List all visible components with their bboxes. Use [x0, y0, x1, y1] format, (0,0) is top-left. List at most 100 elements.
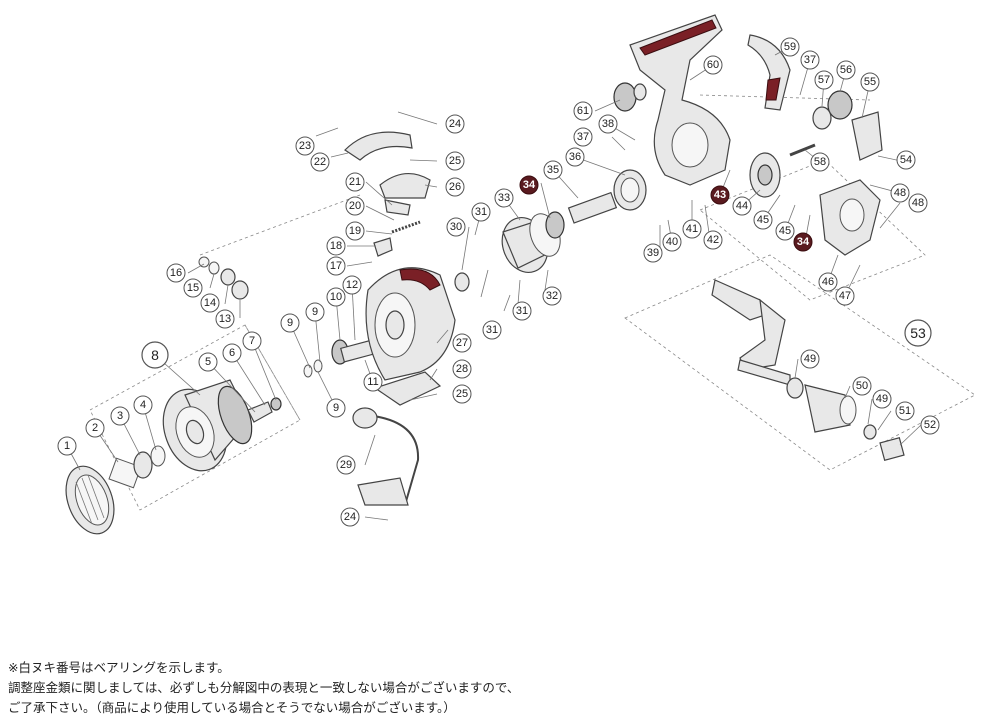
callout-44: 44: [732, 196, 752, 216]
svg-text:35: 35: [547, 164, 559, 176]
svg-text:15: 15: [187, 282, 199, 294]
svg-text:45: 45: [757, 214, 769, 226]
svg-text:5: 5: [205, 356, 211, 368]
callout-9c: 9: [326, 398, 346, 418]
callout-20: 20: [345, 196, 365, 216]
svg-text:14: 14: [204, 297, 216, 309]
callout-34a-bearing: 34: [519, 175, 539, 195]
svg-text:46: 46: [822, 276, 834, 288]
callout-37b: 37: [800, 50, 820, 70]
callout-58: 58: [810, 152, 830, 172]
callout-46: 46: [818, 272, 838, 292]
svg-text:31: 31: [475, 206, 487, 218]
svg-text:55: 55: [864, 76, 876, 88]
callout-43-bearing: 43: [710, 185, 730, 205]
callout-2: 2: [85, 418, 105, 438]
svg-text:29: 29: [340, 459, 352, 471]
callout-29: 29: [336, 455, 356, 475]
svg-text:32: 32: [546, 290, 558, 302]
callout-54: 54: [896, 150, 916, 170]
svg-text:8: 8: [151, 347, 159, 363]
callout-7: 7: [242, 331, 262, 351]
callout-21: 21: [345, 172, 365, 192]
svg-text:28: 28: [456, 363, 468, 375]
callout-26: 26: [445, 177, 465, 197]
callout-15: 15: [183, 278, 203, 298]
svg-text:50: 50: [856, 380, 868, 392]
pinion-shaft: [567, 169, 647, 224]
svg-text:60: 60: [707, 59, 719, 71]
callout-34b-bearing: 34: [793, 232, 813, 252]
one-way-clutch: [454, 211, 565, 292]
svg-text:52: 52: [924, 419, 936, 431]
callout-57: 57: [814, 70, 834, 90]
notes-block: ※白ヌキ番号はベアリングを示します。 調整座金類に関しましては、必ずしも分解図中…: [8, 658, 988, 718]
washer-note-line-1: 調整座金類に関しましては、必ずしも分解図中の表現と一致しない場合がございますので…: [8, 681, 520, 695]
svg-text:21: 21: [349, 176, 361, 188]
svg-text:47: 47: [839, 290, 851, 302]
svg-text:9: 9: [287, 317, 293, 329]
svg-text:45: 45: [779, 225, 791, 237]
svg-text:19: 19: [349, 225, 361, 237]
callout-39: 39: [643, 243, 663, 263]
svg-text:2: 2: [92, 422, 98, 434]
svg-text:37: 37: [577, 131, 589, 143]
svg-text:13: 13: [219, 313, 231, 325]
svg-text:48: 48: [912, 197, 924, 209]
svg-text:41: 41: [686, 223, 698, 235]
callout-28: 28: [452, 359, 472, 379]
svg-text:25: 25: [456, 388, 468, 400]
svg-text:1: 1: [64, 440, 70, 452]
rotor-brake-lever: [747, 34, 791, 111]
svg-text:10: 10: [330, 291, 342, 303]
svg-text:58: 58: [814, 156, 826, 168]
svg-text:31: 31: [486, 324, 498, 336]
svg-text:3: 3: [117, 410, 123, 422]
svg-text:9: 9: [312, 306, 318, 318]
bail-wire: [352, 407, 420, 506]
svg-text:11: 11: [367, 376, 378, 388]
svg-text:4: 4: [140, 399, 146, 411]
callout-3: 3: [110, 406, 130, 426]
callout-23: 23: [295, 136, 315, 156]
callout-30: 30: [446, 217, 466, 237]
washer-note-line-2: ご了承下さい。（商品により使用している場合とそうでない場合がございます。）: [8, 701, 456, 715]
svg-text:54: 54: [900, 154, 912, 166]
callout-36: 36: [565, 147, 585, 167]
roller-bushings: [198, 256, 249, 300]
callout-61: 61: [573, 101, 593, 121]
guide-line: [699, 94, 871, 101]
guide-line: [199, 194, 361, 256]
callout-45a: 45: [753, 210, 773, 230]
callout-14: 14: [200, 293, 220, 313]
callout-55: 55: [860, 72, 880, 92]
svg-text:9: 9: [333, 402, 339, 414]
callout-52: 52: [920, 415, 940, 435]
svg-text:38: 38: [602, 118, 614, 130]
svg-text:56: 56: [840, 64, 852, 76]
svg-text:24: 24: [449, 118, 461, 130]
svg-text:40: 40: [666, 236, 678, 248]
svg-text:36: 36: [569, 151, 581, 163]
gear-assembly-box: [699, 159, 926, 301]
exploded-parts-diagram: 1 2 3 4 5 6 7 8 9 9 9 10 11 12 13 14 15 …: [57, 14, 976, 535]
callout-6: 6: [222, 343, 242, 363]
rotor-nut: [613, 82, 647, 112]
drag-knob: [65, 465, 115, 535]
callout-assembly-8: 8: [141, 341, 169, 369]
callout-31a: 31: [471, 202, 491, 222]
bail-holder: [373, 371, 442, 406]
body-cover: [819, 179, 881, 256]
callout-41: 41: [682, 219, 702, 239]
svg-text:48: 48: [894, 187, 906, 199]
callout-49b: 49: [872, 389, 892, 409]
handle-assembly-box: [624, 254, 976, 471]
callout-31c: 31: [512, 301, 532, 321]
callout-40: 40: [662, 232, 682, 252]
callout-48a: 48: [890, 183, 910, 203]
callout-10: 10: [326, 287, 346, 307]
callout-56: 56: [836, 60, 856, 80]
callout-51: 51: [895, 401, 915, 421]
callout-45b: 45: [775, 221, 795, 241]
svg-text:16: 16: [170, 267, 182, 279]
